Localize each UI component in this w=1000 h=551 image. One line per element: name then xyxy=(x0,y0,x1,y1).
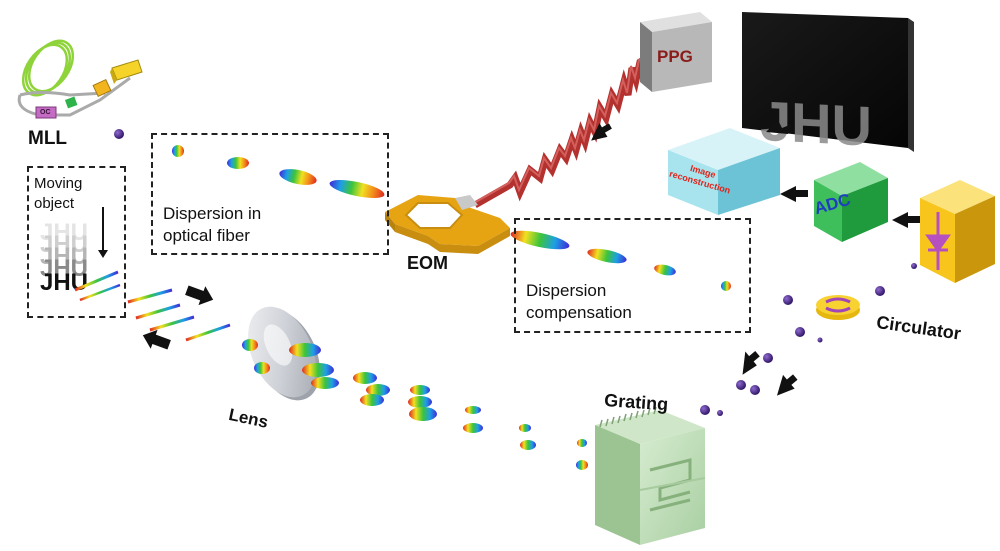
compensation-label: Dispersion compensation xyxy=(526,280,632,324)
image-reconstruction-box xyxy=(668,128,780,215)
fiber-dispersion-line1: Dispersion in xyxy=(163,204,262,223)
adc-box xyxy=(814,162,888,242)
pd-to-adc-arrow xyxy=(892,212,920,228)
circulator-arrow-right xyxy=(776,374,798,396)
circulator xyxy=(816,295,860,320)
moving-object-line2: object xyxy=(34,195,75,212)
moving-object-graphic: JHU JHU JHU JHU JHU xyxy=(40,207,121,302)
fiber-dispersion-box xyxy=(151,133,389,255)
compensation-box xyxy=(514,218,751,333)
ppg-arrow xyxy=(591,123,612,141)
eom-label: EOM xyxy=(407,253,449,273)
mll-label: MLL xyxy=(28,128,68,149)
object-jhu-text: JHU xyxy=(40,269,88,296)
ppg-box xyxy=(640,12,712,92)
eom-modulator xyxy=(385,195,510,254)
oc-label: OC xyxy=(40,109,51,116)
ppg-label: PPG xyxy=(657,47,693,66)
pulse-dots xyxy=(700,263,917,416)
grating-label: Grating xyxy=(603,390,669,415)
adc-to-recon-arrow xyxy=(780,186,808,202)
compensation-line1: Dispersion xyxy=(526,281,607,300)
svg-text:JHU: JHU xyxy=(40,231,88,258)
lens xyxy=(248,306,320,401)
svg-text:JHU: JHU xyxy=(40,219,88,246)
pulse-dot xyxy=(114,129,124,139)
lens-to-object-arrow xyxy=(142,329,171,350)
mll-to-lens-arrow xyxy=(185,285,214,306)
fiber-dispersion-line2: optical fiber xyxy=(163,226,250,245)
moving-object-line1: Moving xyxy=(34,175,83,192)
svg-text:JHU: JHU xyxy=(40,255,88,282)
moving-object-label: Moving object xyxy=(34,174,82,214)
fiber-dispersion-pulses xyxy=(172,145,385,198)
svg-text:JHU: JHU xyxy=(40,243,88,270)
compensation-pulses xyxy=(510,230,731,291)
mll-laser xyxy=(17,39,143,119)
photodiode-box xyxy=(920,180,995,283)
free-space-pulses xyxy=(127,288,588,470)
fiber-dispersion-label: Dispersion in optical fiber xyxy=(163,203,261,247)
ppg-signal xyxy=(473,49,657,209)
display-screen: JHU xyxy=(742,12,914,158)
circulator-arrow-left xyxy=(742,350,760,375)
compensation-line2: compensation xyxy=(526,303,632,322)
output-coupler xyxy=(35,106,57,119)
moving-object-box xyxy=(27,166,126,318)
display-arrow xyxy=(766,120,792,134)
diffraction-grating xyxy=(595,406,706,545)
